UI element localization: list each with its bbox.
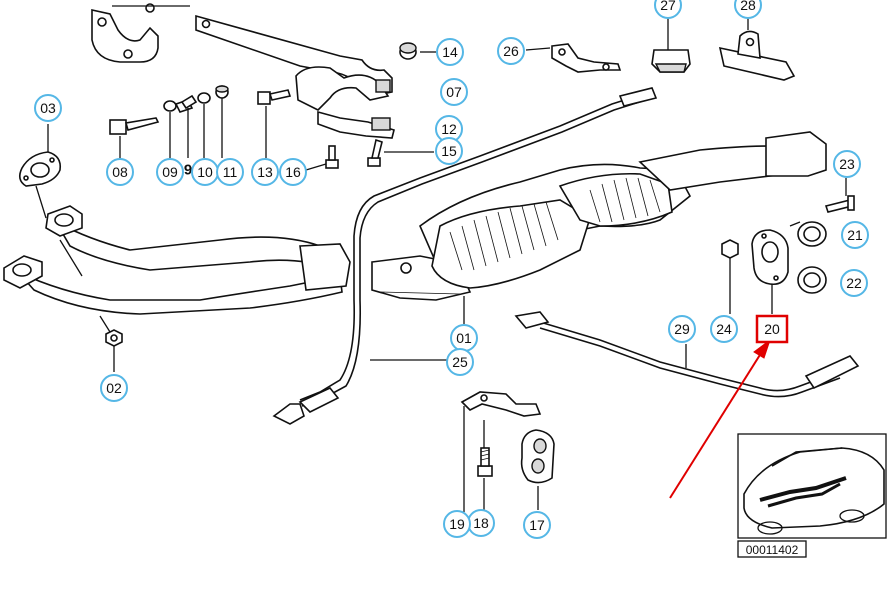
- callout-11[interactable]: 11: [216, 158, 244, 186]
- svg-text:16: 16: [285, 164, 301, 180]
- bolt-23: [824, 178, 855, 213]
- svg-text:02: 02: [106, 380, 122, 396]
- svg-text:13: 13: [257, 164, 273, 180]
- clip-27: [651, 18, 691, 73]
- callout-21[interactable]: 21: [841, 221, 869, 249]
- svg-text:15: 15: [441, 143, 457, 159]
- callout-27[interactable]: 27: [654, 0, 682, 19]
- callout-16[interactable]: 16: [279, 158, 307, 186]
- bracket-19: [460, 391, 542, 512]
- svg-text:08: 08: [112, 164, 128, 180]
- svg-text:03: 03: [40, 100, 56, 116]
- callout-17[interactable]: 17: [523, 511, 551, 539]
- svg-text:19: 19: [449, 516, 465, 532]
- oxygen-sensor-wires: [272, 87, 860, 425]
- callout-10[interactable]: 10: [191, 158, 219, 186]
- catalytic-converter: [371, 131, 827, 324]
- top-bracket: [91, 3, 190, 63]
- callout-01[interactable]: 01: [450, 324, 478, 352]
- mounting-bracket: [195, 14, 395, 139]
- svg-text:10: 10: [197, 164, 213, 180]
- callout-07[interactable]: 07: [440, 78, 468, 106]
- callout-13[interactable]: 13: [251, 158, 279, 186]
- callout-22[interactable]: 22: [840, 269, 868, 297]
- callout-08[interactable]: 08: [106, 158, 134, 186]
- svg-text:24: 24: [716, 321, 732, 337]
- callout-03[interactable]: 03: [34, 94, 62, 122]
- ring-22: [797, 266, 827, 294]
- svg-text:25: 25: [452, 354, 468, 370]
- small-hardware-row: [109, 85, 229, 158]
- front-pipes: [3, 185, 351, 315]
- diagram-id-label: 00011402: [737, 540, 807, 558]
- bolt-18: [477, 420, 493, 512]
- svg-text:17: 17: [529, 517, 545, 533]
- svg-text:21: 21: [847, 227, 863, 243]
- callout-09[interactable]: 09: [156, 158, 184, 186]
- svg-text:12: 12: [441, 121, 457, 137]
- callout-20-highlighted[interactable]: 20: [755, 314, 789, 344]
- gasket-20: [751, 229, 789, 314]
- svg-text:14: 14: [442, 44, 458, 60]
- bolts-13-15-16: [257, 89, 434, 171]
- svg-text:11: 11: [223, 164, 238, 180]
- bracket-26: [525, 43, 622, 73]
- svg-text:22: 22: [846, 275, 862, 291]
- svg-text:01: 01: [456, 330, 472, 346]
- callout-18[interactable]: 18: [467, 509, 495, 537]
- gasket-03: [18, 124, 62, 187]
- nut-02: [99, 315, 123, 372]
- svg-text:27: 27: [660, 0, 676, 13]
- callout-14[interactable]: 14: [436, 38, 464, 66]
- svg-text:20: 20: [764, 321, 780, 337]
- hanger-28: [718, 18, 796, 81]
- rubber-mount-17: [520, 429, 555, 510]
- callout-25[interactable]: 25: [446, 348, 474, 376]
- car-location-thumbnail: [737, 433, 887, 539]
- ring-21: [789, 221, 827, 247]
- callout-29[interactable]: 29: [668, 315, 696, 343]
- callout-15[interactable]: 15: [435, 137, 463, 165]
- callout-23[interactable]: 23: [833, 150, 861, 178]
- callout-09-duplicate[interactable]: 9: [184, 162, 192, 179]
- svg-text:23: 23: [839, 156, 855, 172]
- svg-text:18: 18: [473, 515, 489, 531]
- svg-text:26: 26: [503, 43, 519, 59]
- callout-19[interactable]: 19: [443, 510, 471, 538]
- callout-24[interactable]: 24: [710, 315, 738, 343]
- highlight-arrow: [669, 338, 771, 499]
- callout-28[interactable]: 28: [734, 0, 762, 19]
- svg-text:07: 07: [446, 84, 462, 100]
- diagram-id-text: 00011402: [746, 543, 799, 557]
- nut-14: [399, 42, 436, 60]
- callout-02[interactable]: 02: [100, 374, 128, 402]
- svg-text:28: 28: [740, 0, 756, 13]
- svg-text:29: 29: [674, 321, 690, 337]
- svg-text:9: 9: [184, 162, 192, 179]
- nut-24: [721, 239, 739, 314]
- callout-26[interactable]: 26: [497, 37, 525, 65]
- svg-text:09: 09: [162, 164, 178, 180]
